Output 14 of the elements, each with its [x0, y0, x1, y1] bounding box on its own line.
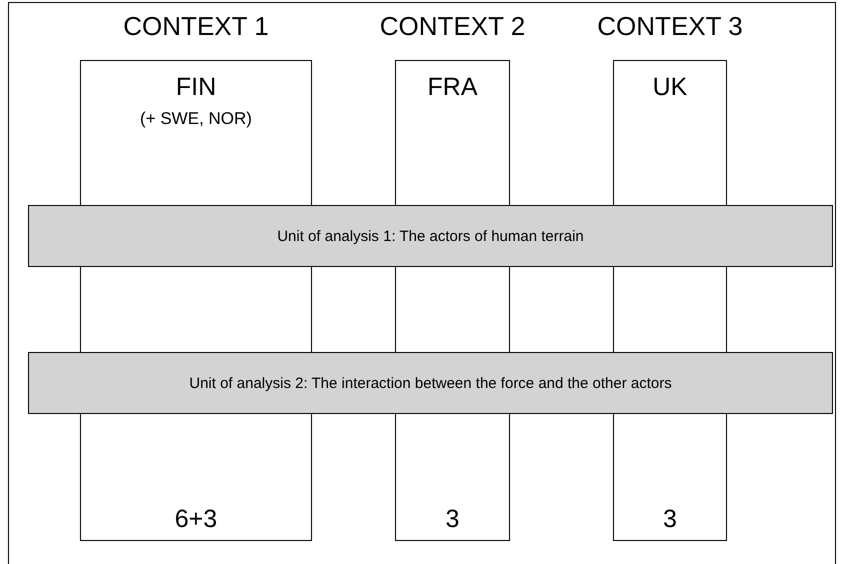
country-note: (+ SWE, NOR) — [139, 109, 253, 129]
country-code: UK — [652, 73, 688, 102]
case-count: 3 — [444, 505, 460, 534]
band-label: Unit of analysis 1: The actors of human terrain — [277, 228, 584, 244]
band-label: Unit of analysis 2: The interaction between the force and the other actors — [189, 374, 672, 392]
column-heading: CONTEXT 1 — [123, 11, 269, 42]
column-heading: CONTEXT 3 — [597, 11, 743, 42]
case-count: 3 — [662, 505, 678, 534]
country-code: FIN — [174, 73, 218, 102]
country-code: FRA — [426, 73, 478, 102]
column-heading: CONTEXT 2 — [380, 11, 526, 42]
analysis-band — [28, 352, 833, 414]
case-count: 6+3 — [174, 505, 218, 534]
analysis-band — [28, 205, 833, 267]
